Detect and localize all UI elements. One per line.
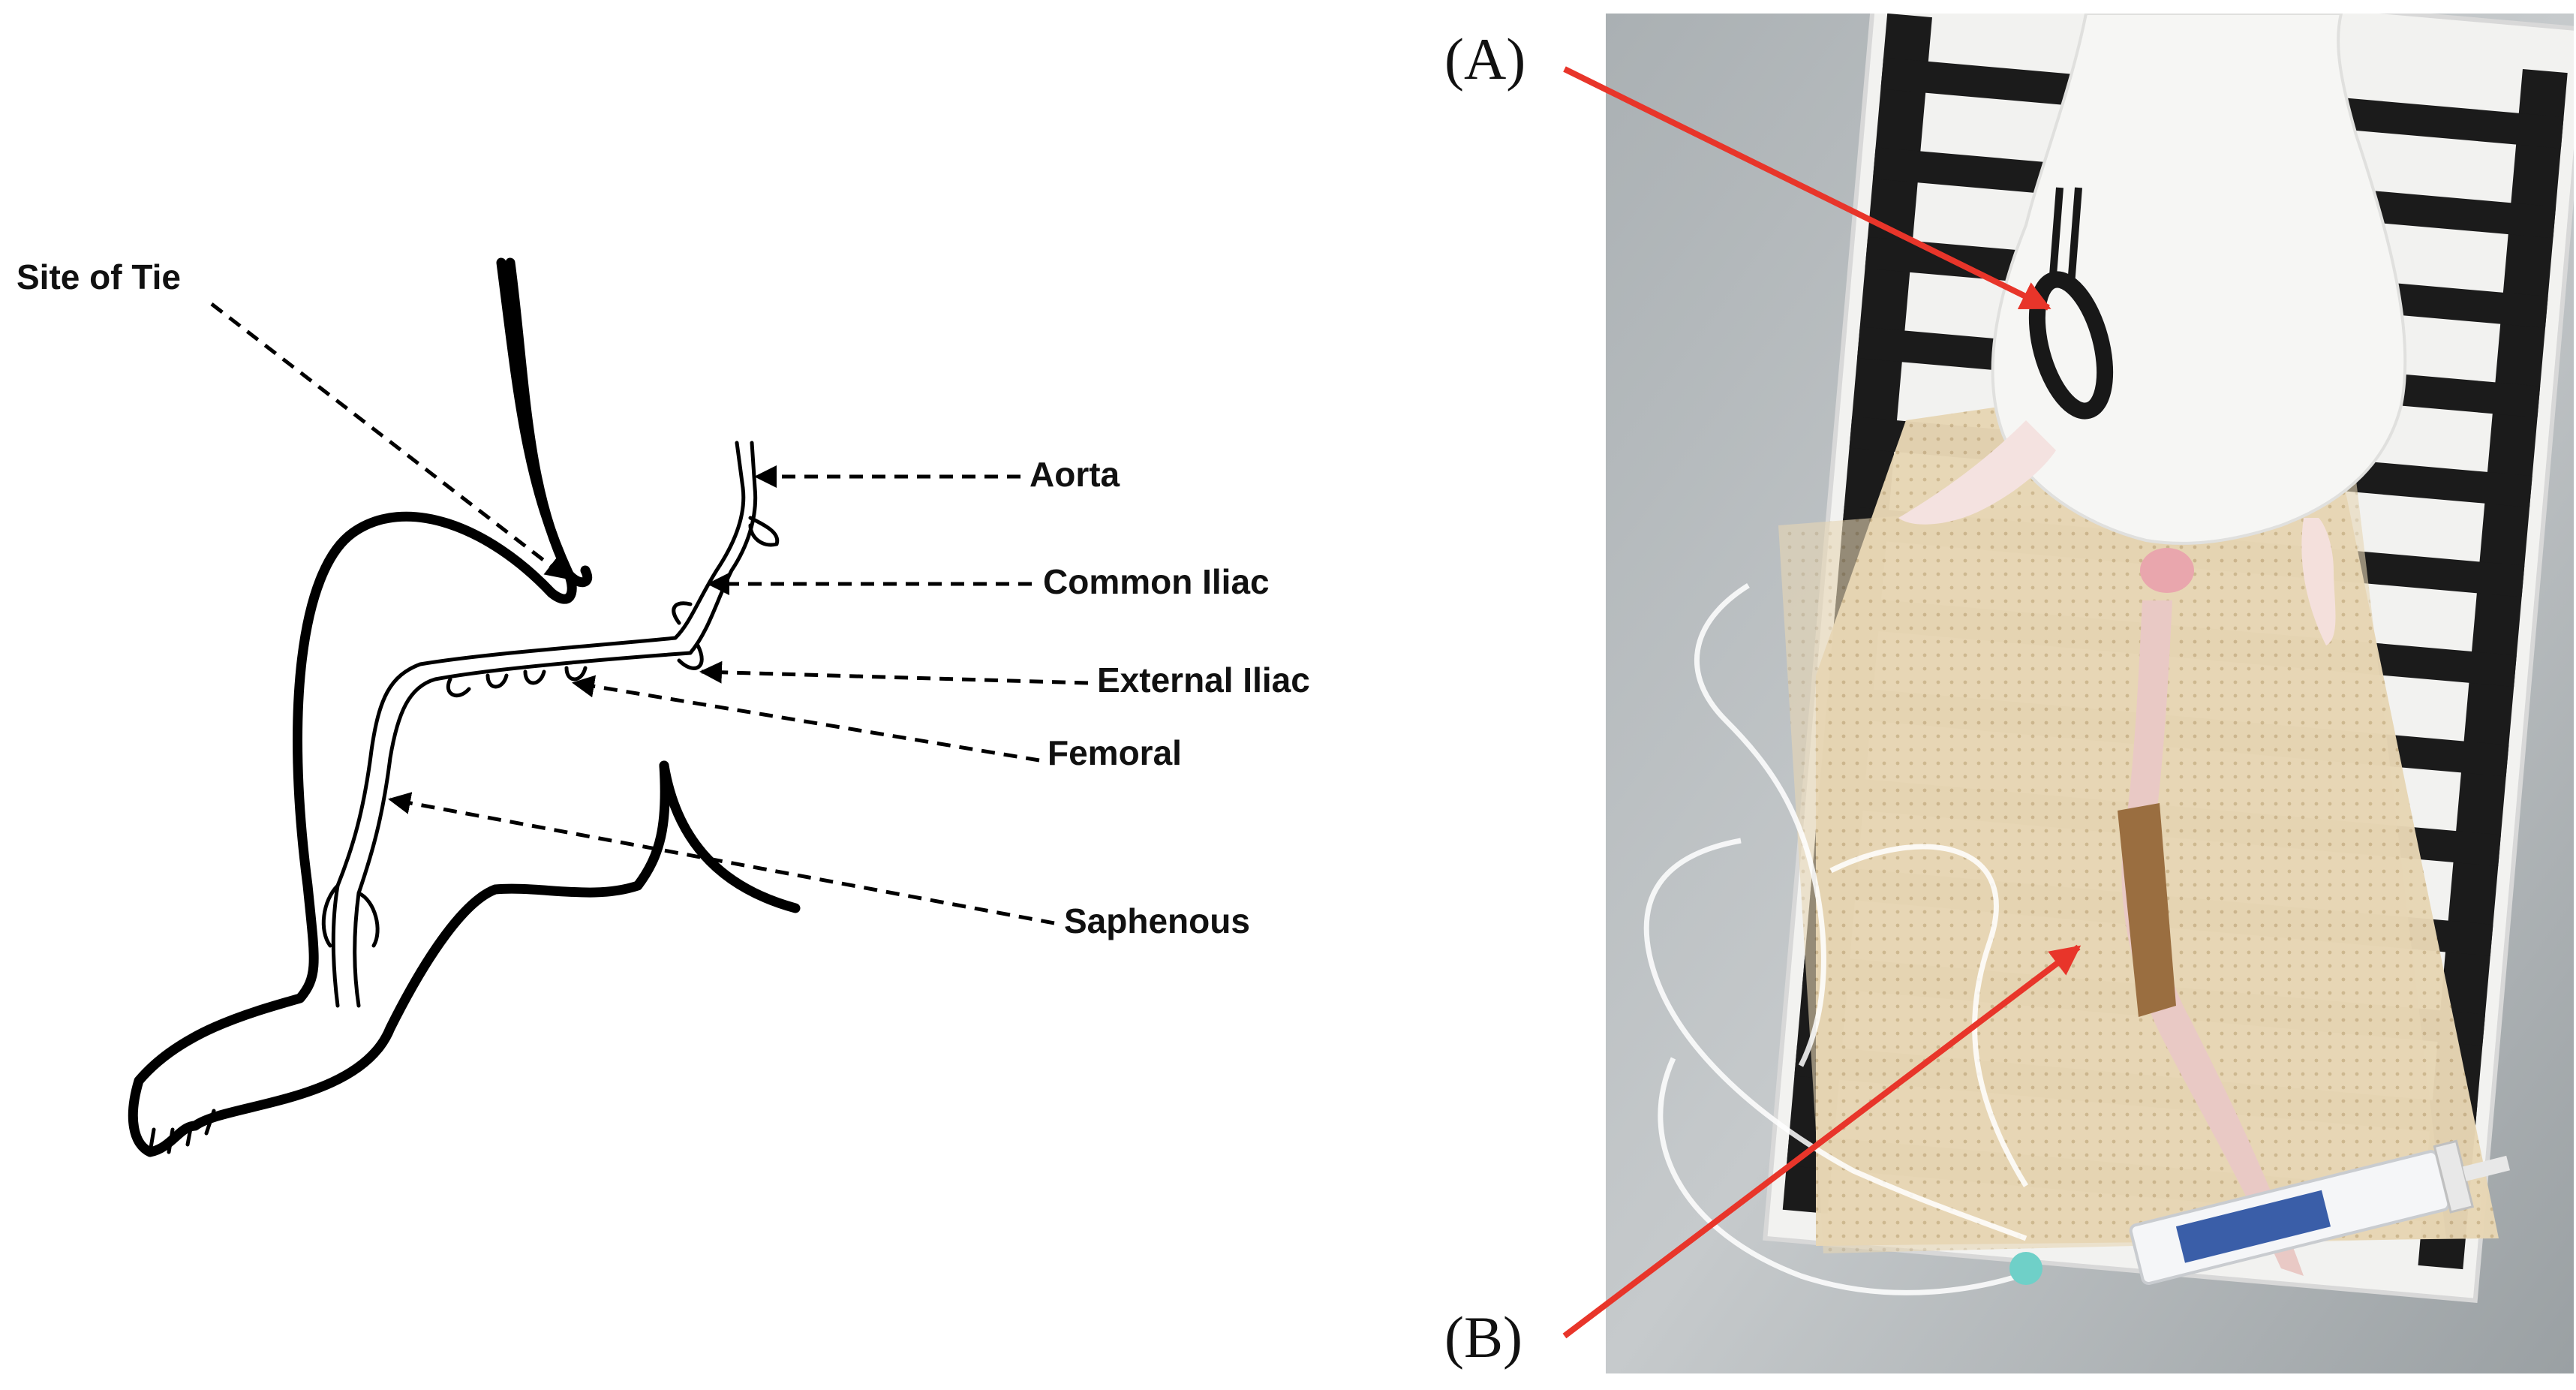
tail-outline	[505, 257, 574, 579]
tail-tape	[2118, 803, 2176, 1017]
rat-body	[1898, 14, 2407, 645]
label-external-iliac: External Iliac	[1097, 660, 1310, 700]
label-a: (A)	[1444, 26, 1525, 92]
label-femoral: Femoral	[1048, 733, 1182, 772]
leader-femoral	[572, 675, 1040, 763]
arrow-b	[1562, 944, 2082, 1339]
leader-external-iliac	[699, 660, 1089, 685]
tie-outline	[564, 565, 592, 588]
label-b: (B)	[1444, 1304, 1522, 1370]
thigh-outline	[659, 760, 801, 913]
leader-saphenous	[388, 792, 1055, 925]
label-saphenous: Saphenous	[1064, 901, 1250, 940]
arrow-a	[1563, 66, 2051, 311]
stopcock	[2009, 1252, 2042, 1285]
leader-site-of-tie	[210, 302, 569, 579]
rat-hindlimb-drawing: Site of Tie Aorta Common Iliac External …	[17, 257, 1310, 1157]
foot-toes	[148, 1109, 216, 1154]
iv-tubing	[1643, 583, 2042, 1295]
label-site-of-tie: Site of Tie	[17, 257, 181, 296]
rat-photograph	[1606, 14, 2574, 1373]
underpad-lower	[1778, 480, 2446, 1253]
syringe	[2129, 1139, 2510, 1286]
label-common-iliac: Common Iliac	[1043, 562, 1270, 601]
body-outline	[128, 257, 670, 1157]
label-aorta: Aorta	[1029, 455, 1120, 494]
